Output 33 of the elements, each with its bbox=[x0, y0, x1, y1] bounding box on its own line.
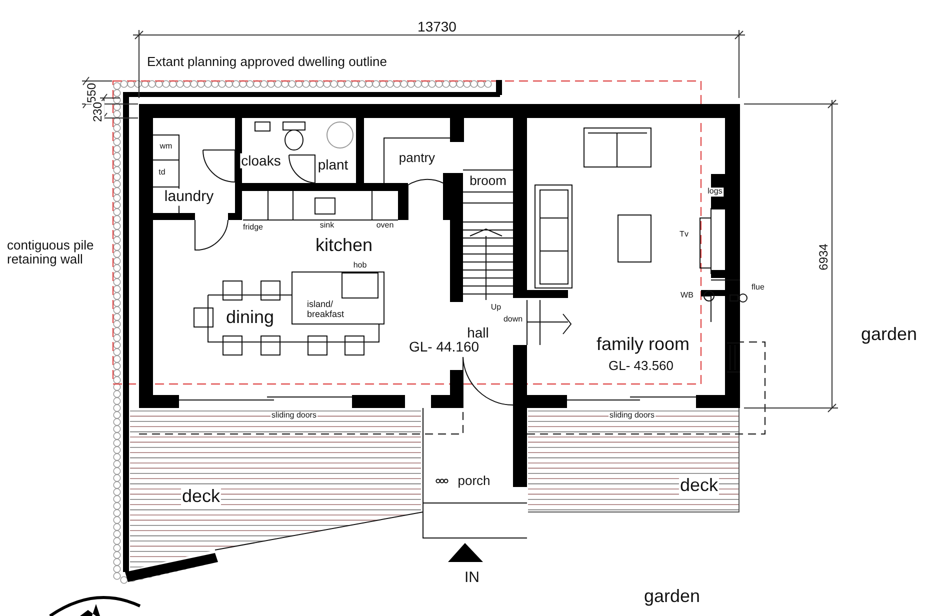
room-label: dining bbox=[224, 308, 276, 328]
room-label: pantry bbox=[398, 150, 436, 166]
fixture-label: WB bbox=[680, 292, 694, 300]
dimension-text: 6934 bbox=[817, 242, 831, 272]
fixture-label: oven bbox=[375, 222, 395, 230]
level-label: GL- 44.160 bbox=[408, 339, 480, 355]
dimension-text: 230 bbox=[91, 100, 105, 124]
room-label: plant bbox=[316, 157, 350, 173]
room-label: family room bbox=[596, 335, 690, 355]
level-label: GL- 43.560 bbox=[607, 358, 675, 374]
fixture-label: sink bbox=[318, 222, 336, 230]
room-label: cloaks bbox=[240, 153, 282, 169]
room-label: broom bbox=[468, 174, 508, 188]
fixture-label: logs bbox=[706, 188, 724, 196]
room-label: laundry bbox=[163, 188, 215, 206]
note-text: Extant planning approved dwelling outline bbox=[146, 54, 388, 70]
dimension-text: 13730 bbox=[416, 19, 458, 35]
room-label: hall bbox=[466, 325, 490, 341]
area-label: deck bbox=[678, 476, 720, 496]
fixture-label: wm bbox=[158, 142, 174, 152]
fixture-label: hob bbox=[352, 262, 368, 270]
door-label: sliding doors bbox=[270, 412, 318, 420]
stair-label: Up bbox=[490, 304, 502, 312]
fixture-label: td bbox=[158, 168, 166, 178]
fixture-label: flue bbox=[750, 284, 766, 292]
area-label: deck bbox=[180, 487, 222, 507]
fixture-label: fridge bbox=[242, 224, 264, 232]
area-label: garden bbox=[860, 325, 918, 345]
door-label: sliding doors bbox=[608, 412, 656, 420]
stair-label: down bbox=[502, 316, 524, 324]
room-label: porch bbox=[456, 474, 492, 488]
area-label: garden bbox=[642, 587, 702, 607]
fixture-label: Tv bbox=[678, 230, 690, 240]
